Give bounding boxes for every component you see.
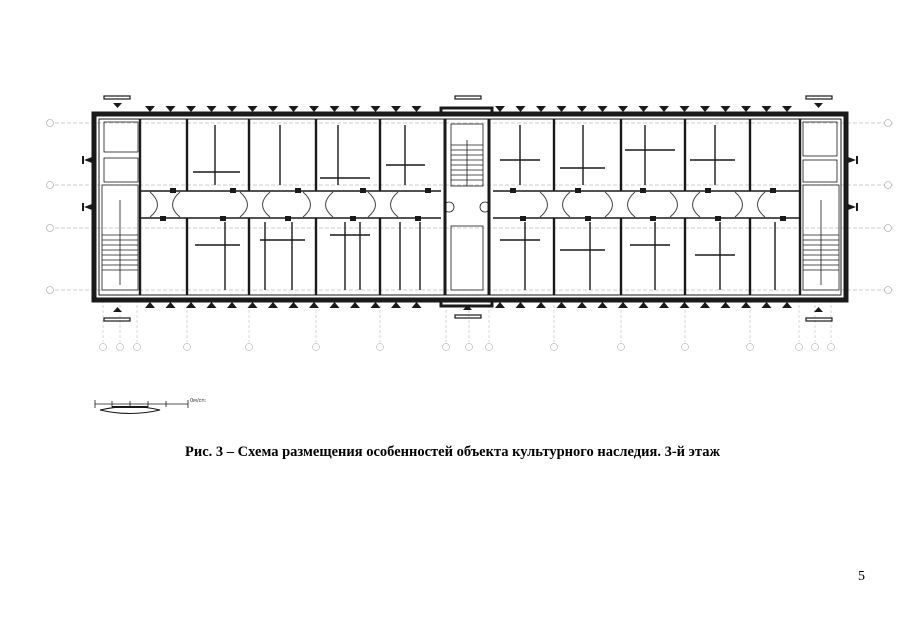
window-marker — [618, 302, 628, 308]
window-marker — [186, 302, 196, 308]
window-marker — [145, 106, 155, 112]
corridor-vaults — [149, 191, 766, 218]
window-marker — [577, 302, 587, 308]
window-marker — [638, 302, 649, 308]
central-block — [439, 106, 494, 308]
window-marker — [515, 302, 526, 308]
window-marker — [597, 302, 608, 308]
window-marker — [679, 106, 690, 112]
window-marker — [411, 302, 422, 308]
window-marker — [309, 106, 319, 112]
window-marker — [782, 106, 792, 112]
window-marker — [268, 106, 278, 112]
window-marker — [206, 302, 217, 308]
vertical-axis-bubbles — [99, 343, 835, 351]
window-marker — [679, 302, 690, 308]
axis-bubbles-right — [884, 119, 892, 294]
outer-walls — [91, 111, 849, 303]
window-marker — [227, 106, 237, 112]
room-partitions — [138, 119, 802, 295]
scale-bar — [94, 400, 189, 415]
window-marker — [288, 302, 299, 308]
window-marker — [165, 302, 176, 308]
window-marker — [370, 302, 381, 308]
window-marker — [720, 106, 731, 112]
door-marks — [160, 188, 786, 221]
secondary-partitions — [193, 125, 776, 290]
page-number: 5 — [858, 569, 865, 584]
window-marker — [186, 106, 196, 112]
window-marker — [391, 302, 401, 308]
window-marker — [411, 106, 422, 112]
window-marker — [659, 106, 669, 112]
window-marker — [700, 302, 710, 308]
window-marker — [515, 106, 526, 112]
window-marker — [165, 106, 176, 112]
window-marker — [741, 302, 751, 308]
window-marker — [329, 302, 340, 308]
window-marker — [536, 106, 546, 112]
window-markers-top — [145, 106, 792, 112]
window-marker — [370, 106, 381, 112]
window-marker — [495, 106, 505, 112]
window-marker — [720, 302, 731, 308]
window-marker — [618, 106, 628, 112]
window-marker — [145, 302, 155, 308]
window-marker — [659, 302, 669, 308]
left-staircase — [101, 121, 139, 291]
corridor — [140, 190, 800, 219]
window-marker — [329, 106, 340, 112]
scale-label: 0м/сп: — [190, 398, 207, 404]
window-marker — [761, 106, 772, 112]
window-marker — [782, 302, 792, 308]
window-marker — [556, 106, 567, 112]
window-marker — [247, 106, 258, 112]
window-marker — [227, 302, 237, 308]
window-marker — [556, 302, 567, 308]
window-marker — [206, 106, 217, 112]
axis-lines — [55, 122, 893, 291]
window-marker — [761, 302, 772, 308]
window-marker — [536, 302, 546, 308]
window-markers-bottom — [145, 302, 792, 308]
side-markers — [82, 156, 858, 211]
window-marker — [700, 106, 710, 112]
window-marker — [638, 106, 649, 112]
window-marker — [391, 106, 401, 112]
window-marker — [597, 106, 608, 112]
window-marker — [577, 106, 587, 112]
window-marker — [350, 106, 360, 112]
window-marker — [350, 302, 360, 308]
window-marker — [288, 106, 299, 112]
central-staircase — [443, 123, 491, 291]
right-staircase — [802, 121, 840, 291]
window-marker — [309, 302, 319, 308]
entrance-tags — [103, 95, 833, 322]
window-marker — [495, 302, 505, 308]
axis-bubbles-left — [46, 119, 54, 294]
figure-caption: Рис. 3 – Схема размещения особенностей о… — [185, 444, 720, 460]
entrance-arrows — [113, 103, 823, 312]
window-marker — [247, 302, 258, 308]
window-marker — [268, 302, 278, 308]
window-marker — [741, 106, 751, 112]
